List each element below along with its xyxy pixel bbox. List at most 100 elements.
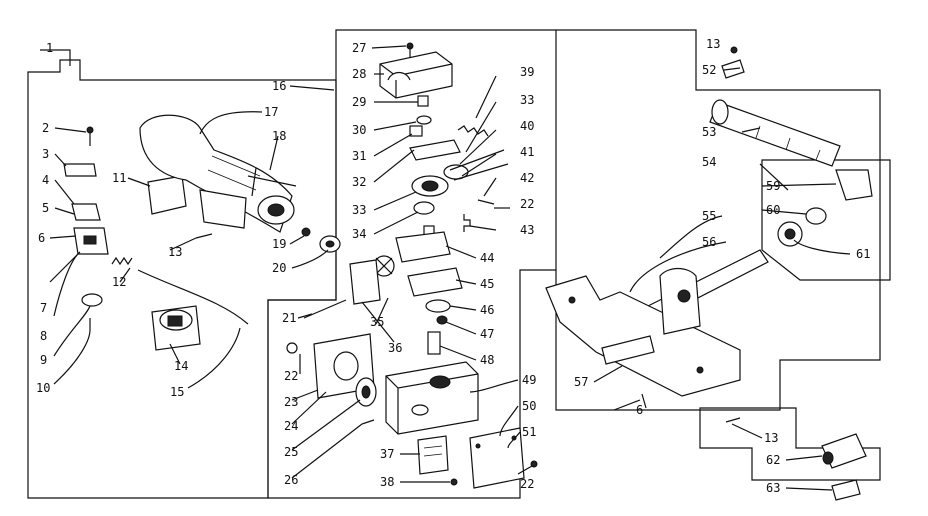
spring-part-43 bbox=[463, 214, 471, 232]
callout-13-top-right: 13 bbox=[706, 37, 720, 51]
gear-part-33 bbox=[411, 164, 469, 197]
callout-33-lower: 33 bbox=[352, 203, 366, 217]
clip-part-5 bbox=[71, 203, 101, 221]
callout-48: 48 bbox=[480, 353, 494, 367]
part-63 bbox=[831, 479, 861, 501]
callout-9: 9 bbox=[40, 353, 47, 367]
part-31 bbox=[409, 125, 423, 137]
callout-53: 53 bbox=[702, 125, 716, 139]
part-47 bbox=[436, 315, 448, 325]
callout-30: 30 bbox=[352, 123, 366, 137]
washer-part-30 bbox=[416, 115, 432, 125]
callout-40: 40 bbox=[520, 119, 534, 133]
bracket-part-3 bbox=[63, 163, 97, 177]
part-46 bbox=[425, 299, 451, 313]
subassembly-box bbox=[761, 159, 891, 281]
cable-part-15 bbox=[137, 269, 249, 325]
callout-37: 37 bbox=[380, 447, 394, 461]
clip-part-52 bbox=[721, 46, 745, 79]
callout-21: 21 bbox=[282, 311, 296, 325]
cover-part-17 bbox=[139, 114, 295, 233]
callout-15: 15 bbox=[170, 385, 184, 399]
screw-part-6-right bbox=[641, 393, 647, 409]
housing-part-49 bbox=[385, 361, 479, 435]
callout-17: 17 bbox=[264, 105, 278, 119]
callout-39: 39 bbox=[520, 65, 534, 79]
callout-42: 42 bbox=[520, 171, 534, 185]
elbow-part-59 bbox=[835, 169, 873, 201]
callout-10: 10 bbox=[36, 381, 50, 395]
callout-7: 7 bbox=[40, 301, 47, 315]
bracket-part-44 bbox=[395, 231, 451, 263]
frame-part-56 bbox=[545, 267, 741, 397]
bracket-part-36 bbox=[349, 259, 381, 305]
part-19 bbox=[301, 227, 311, 237]
callout-52: 52 bbox=[702, 63, 716, 77]
part-35-cross bbox=[375, 257, 393, 275]
bracket-part-57 bbox=[601, 335, 655, 365]
callout-62: 62 bbox=[766, 453, 780, 467]
spring-part-39 bbox=[457, 125, 489, 137]
lever-part-21 bbox=[303, 299, 347, 319]
callout-50: 50 bbox=[522, 399, 536, 413]
callout-22-bottom: 22 bbox=[520, 477, 534, 491]
corner-mark bbox=[40, 49, 71, 66]
callout-63: 63 bbox=[766, 481, 780, 495]
callout-26: 26 bbox=[284, 473, 298, 487]
part-60 bbox=[805, 207, 827, 225]
callout-3: 3 bbox=[42, 147, 49, 161]
callout-22-center: 22 bbox=[520, 197, 534, 211]
switch-block-face bbox=[83, 235, 97, 245]
plate-part-45 bbox=[407, 267, 463, 297]
bracket-part-11 bbox=[147, 175, 187, 215]
lever-part-41 bbox=[449, 149, 509, 181]
callout-8: 8 bbox=[40, 329, 47, 343]
callout-4: 4 bbox=[42, 173, 49, 187]
callout-61: 61 bbox=[856, 247, 870, 261]
bushing-part-61 bbox=[777, 221, 803, 247]
callout-12: 12 bbox=[112, 275, 126, 289]
screw-part-13-right bbox=[725, 417, 741, 423]
callout-36: 36 bbox=[388, 341, 402, 355]
callout-24: 24 bbox=[284, 419, 298, 433]
screw-part-13 bbox=[195, 233, 213, 239]
right-section-outline bbox=[555, 29, 881, 411]
plate-part-32 bbox=[409, 139, 461, 161]
callout-16: 16 bbox=[272, 79, 286, 93]
callout-47: 47 bbox=[480, 327, 494, 341]
callout-14: 14 bbox=[174, 359, 188, 373]
callout-43: 43 bbox=[520, 223, 534, 237]
callout-1: 1 bbox=[46, 41, 53, 55]
callout-57: 57 bbox=[574, 375, 588, 389]
callout-45: 45 bbox=[480, 277, 494, 291]
callout-28: 28 bbox=[352, 67, 366, 81]
motor-part-14 bbox=[151, 305, 201, 351]
callout-11: 11 bbox=[112, 171, 126, 185]
bracket-part-18 bbox=[247, 167, 297, 197]
callout-46: 46 bbox=[480, 303, 494, 317]
callout-22-left: 22 bbox=[284, 369, 298, 383]
callout-34: 34 bbox=[352, 227, 366, 241]
callout-2: 2 bbox=[42, 121, 49, 135]
nut-part-20 bbox=[319, 235, 341, 253]
callout-13-lower-right: 13 bbox=[764, 431, 778, 445]
callout-23: 23 bbox=[284, 395, 298, 409]
callout-25: 25 bbox=[284, 445, 298, 459]
callout-31: 31 bbox=[352, 149, 366, 163]
part-22-bottom bbox=[530, 460, 538, 468]
screw-part-26 bbox=[361, 419, 375, 425]
callout-56: 56 bbox=[702, 235, 716, 249]
part-37 bbox=[417, 435, 449, 475]
part-38 bbox=[450, 478, 458, 486]
callout-19: 19 bbox=[272, 237, 286, 251]
lower-right-box bbox=[699, 407, 881, 481]
roller-part-25 bbox=[355, 377, 377, 407]
pin-part-48 bbox=[427, 331, 441, 355]
callout-20: 20 bbox=[272, 261, 286, 275]
callout-41: 41 bbox=[520, 145, 534, 159]
callout-33-upper: 33 bbox=[520, 93, 534, 107]
callout-27: 27 bbox=[352, 41, 366, 55]
callout-6-right: 6 bbox=[636, 403, 643, 417]
